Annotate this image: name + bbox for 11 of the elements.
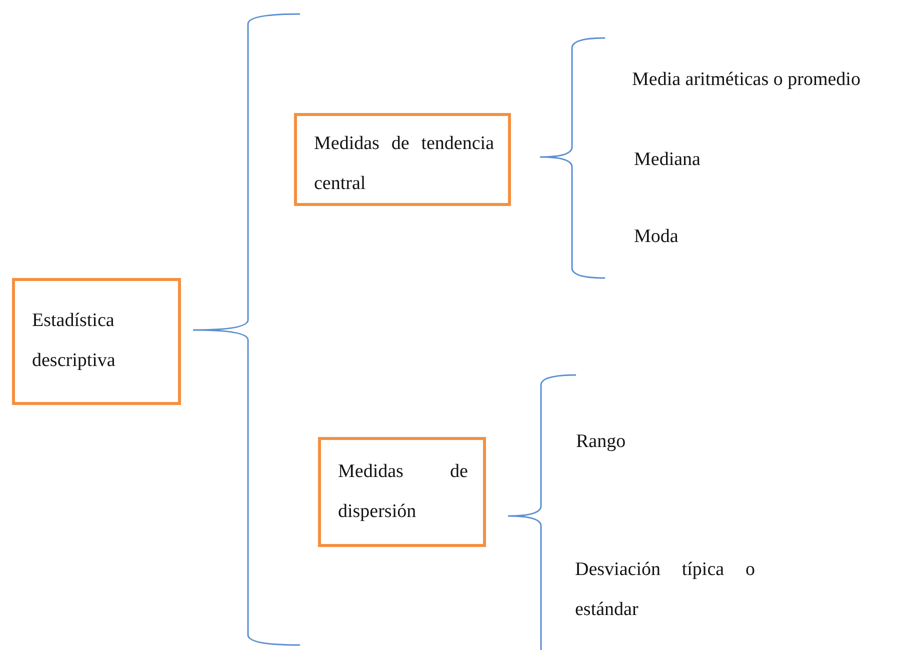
term-text: Desviación típica o estándar — [575, 558, 755, 622]
box-text: Estadística descriptiva — [32, 309, 116, 373]
term-text: Media aritméticas o promedio — [632, 68, 860, 92]
concept-box — [318, 437, 486, 547]
term-text: Mediana — [634, 148, 700, 172]
box-text: Medidas de dispersión — [338, 460, 468, 524]
box-text: Medidas de tendencia central — [314, 132, 494, 196]
term-text: Moda — [634, 225, 678, 249]
concept-box — [12, 278, 181, 405]
concept-box — [294, 113, 511, 206]
term-text: Rango — [576, 430, 626, 454]
